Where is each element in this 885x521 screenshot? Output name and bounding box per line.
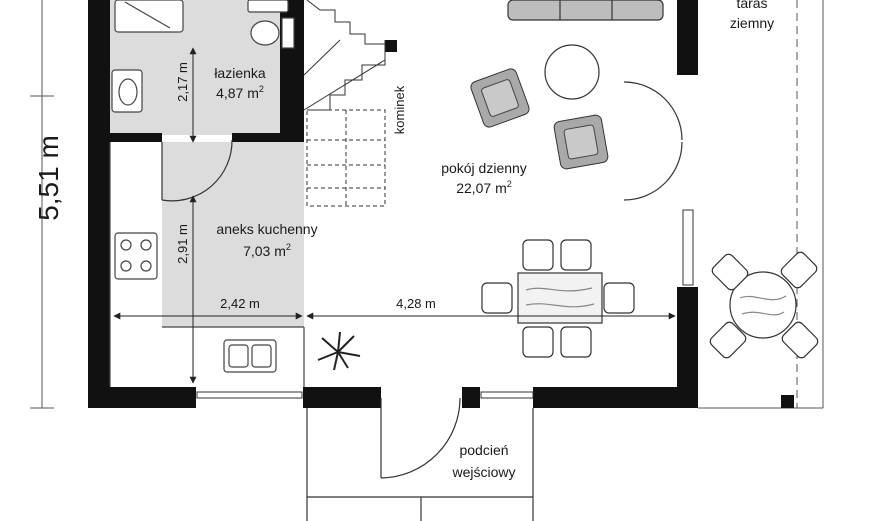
porch-label-line1: podcień bbox=[459, 442, 508, 458]
living-room-name: pokój dzienny bbox=[441, 160, 527, 176]
exterior-walls bbox=[88, 0, 698, 408]
stove bbox=[114, 232, 158, 280]
kitchen-counter bbox=[109, 142, 305, 387]
bathroom-fixtures bbox=[111, 0, 295, 113]
terrace-table bbox=[729, 271, 797, 339]
terrace-door bbox=[623, 81, 683, 201]
staircase bbox=[303, 0, 386, 207]
bathroom-area: 4,87 m2 bbox=[216, 84, 264, 101]
kitchenette-name: aneks kuchenny bbox=[216, 221, 317, 237]
bathroom-name: łazienka bbox=[214, 65, 266, 81]
kitchen-width-label: 2,42 m bbox=[220, 296, 260, 311]
bathroom-depth-label: 2,17 m bbox=[175, 62, 190, 102]
overall-dimension-line bbox=[30, 0, 54, 409]
dimension-lines bbox=[113, 47, 676, 384]
dining-set bbox=[481, 239, 635, 358]
coffee-table bbox=[544, 44, 600, 100]
living-width-label: 4,28 m bbox=[396, 296, 436, 311]
living-room-area: 22,07 m2 bbox=[456, 179, 512, 196]
kitchenette-area: 7,03 m2 bbox=[243, 242, 291, 259]
windows bbox=[196, 209, 694, 399]
chimney-label: kominek bbox=[392, 85, 407, 134]
overall-dimension-label: 5,51 m bbox=[33, 135, 64, 221]
porch-outline bbox=[306, 397, 534, 521]
porch-label-line2: wejściowy bbox=[451, 464, 515, 480]
terrace-label-line2: ziemny bbox=[730, 15, 774, 31]
toilet-tank bbox=[281, 17, 295, 49]
kitchen-sink bbox=[223, 339, 277, 373]
kitchen-depth-label: 2,91 m bbox=[175, 224, 190, 264]
armchair-right bbox=[553, 114, 609, 170]
sofa bbox=[507, 0, 664, 21]
terrace-post bbox=[781, 395, 794, 408]
terrace-label-line1: taras bbox=[736, 0, 767, 11]
terrace-table-set bbox=[709, 251, 819, 359]
plant-icon bbox=[317, 331, 361, 371]
armchair-left bbox=[470, 68, 530, 128]
bathroom-door bbox=[161, 139, 233, 202]
toilet-bowl bbox=[250, 20, 280, 46]
